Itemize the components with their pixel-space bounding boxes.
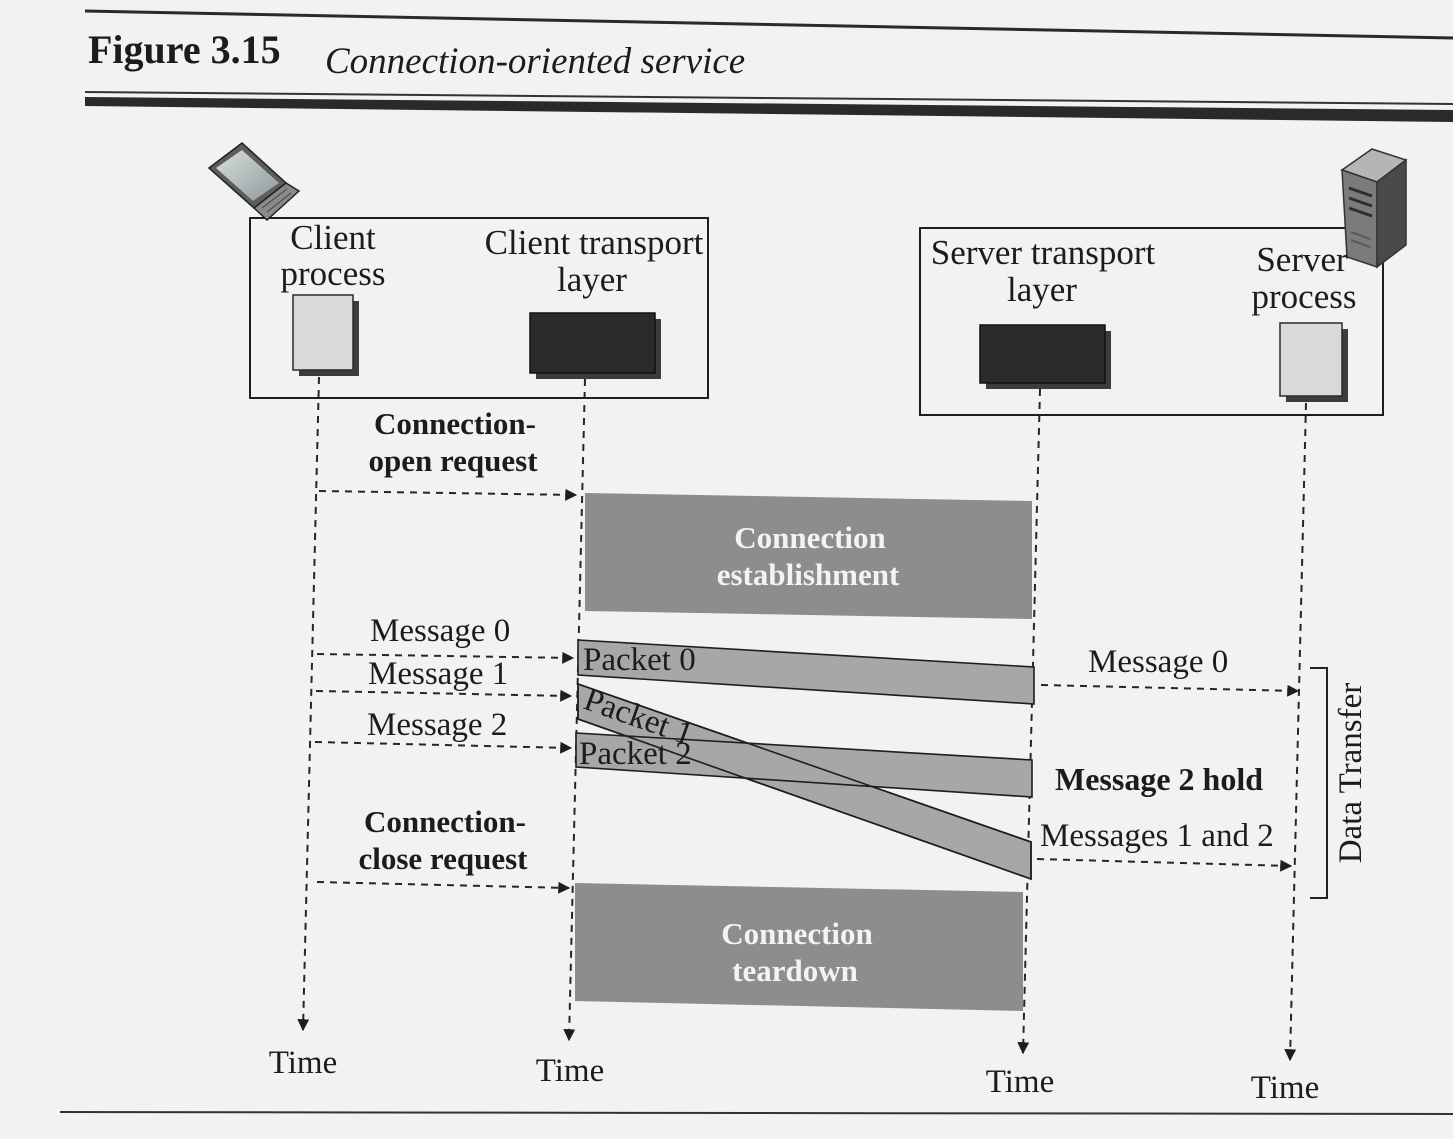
server-transport-box (979, 324, 1106, 384)
client-process-label-line1: Client (290, 218, 376, 257)
packet-2-label: Packet 2 (579, 736, 692, 772)
time-label-client-process: Time (269, 1045, 337, 1081)
time-label-server-process: Time (1251, 1070, 1319, 1106)
client-message-1-label: Message 1 (368, 656, 508, 692)
client-process-label-line2: process (281, 254, 386, 293)
laptop-screen (216, 150, 279, 201)
server-message-0-arrow (1040, 684, 1300, 697)
laptop-keyboard-line (261, 188, 288, 209)
close-request-label-line1: Connection- (364, 804, 526, 839)
client-process-timeline (297, 376, 320, 1032)
caption-thin-rule (84, 91, 1453, 105)
packet-0-band (577, 639, 1035, 705)
server-vent (1350, 231, 1371, 240)
packet-2-band (575, 732, 1033, 798)
client-message-1-arrow (315, 689, 573, 702)
time-label-server-transport: Time (986, 1064, 1054, 1100)
figure-caption: Connection-oriented service (325, 41, 745, 82)
caption-thick-rule (85, 97, 1453, 122)
establishment-label-line1: Connection (734, 520, 886, 555)
open-request-label-line1: Connection- (374, 406, 536, 441)
packet-1-band-outline (577, 682, 1032, 881)
server-messages-1-2-arrow (1036, 858, 1293, 872)
client-message-0-label: Message 0 (370, 613, 510, 649)
teardown-label-line1: Connection (721, 916, 873, 951)
connection-establishment-box (585, 493, 1032, 619)
server-transport-label-line1: Server transport (931, 233, 1156, 272)
server-drive-bay (1348, 196, 1373, 208)
top-rule (84, 9, 1453, 40)
laptop-icon (207, 142, 301, 222)
server-transport-label-line2: layer (1007, 270, 1077, 309)
server-drive-bay (1348, 186, 1373, 198)
close-request-label-line2: close request (358, 841, 528, 876)
client-process-box (292, 294, 354, 371)
server-drive-bay (1348, 206, 1373, 218)
server-process-label-line2: process (1252, 277, 1357, 316)
client-transport-box (529, 312, 656, 374)
server-tower-icon (1340, 148, 1408, 269)
time-label-client-transport: Time (536, 1053, 604, 1089)
teardown-label-line2: teardown (732, 953, 858, 988)
figure-number: Figure 3.15 (88, 27, 281, 72)
close-request-arrow (316, 881, 571, 894)
laptop-keyboard-line (266, 192, 292, 213)
server-message-0-label: Message 0 (1088, 644, 1228, 680)
client-transport-label-line2: layer (557, 260, 627, 299)
packet-0-label: Packet 0 (583, 642, 696, 678)
server-side-face (1376, 158, 1407, 269)
data-transfer-bracket (1310, 667, 1328, 899)
connection-teardown-box (575, 883, 1023, 1011)
server-process-timeline (1284, 402, 1307, 1062)
client-transport-timeline (563, 378, 586, 1042)
client-message-2-label: Message 2 (367, 707, 507, 743)
server-messages-1-2-label: Messages 1 and 2 (1040, 818, 1274, 854)
open-request-label-line2: open request (368, 443, 538, 478)
open-request-arrow (318, 488, 578, 501)
server-transport-timeline (1017, 388, 1041, 1055)
client-message-2-arrow (314, 741, 573, 754)
message-2-hold-label: Message 2 hold (1055, 761, 1263, 797)
bottom-rule (59, 1111, 1453, 1115)
establishment-label-line2: establishment (717, 557, 900, 592)
server-vent (1350, 239, 1371, 248)
server-host-frame (919, 227, 1384, 416)
client-host-frame (249, 217, 709, 399)
server-process-box (1279, 322, 1343, 397)
client-message-0-arrow (316, 651, 575, 664)
client-transport-label-line1: Client transport (485, 223, 704, 262)
data-transfer-label: Data Transfer (1333, 683, 1369, 864)
laptop-base (252, 182, 301, 222)
server-process-label-line1: Server (1256, 240, 1348, 279)
